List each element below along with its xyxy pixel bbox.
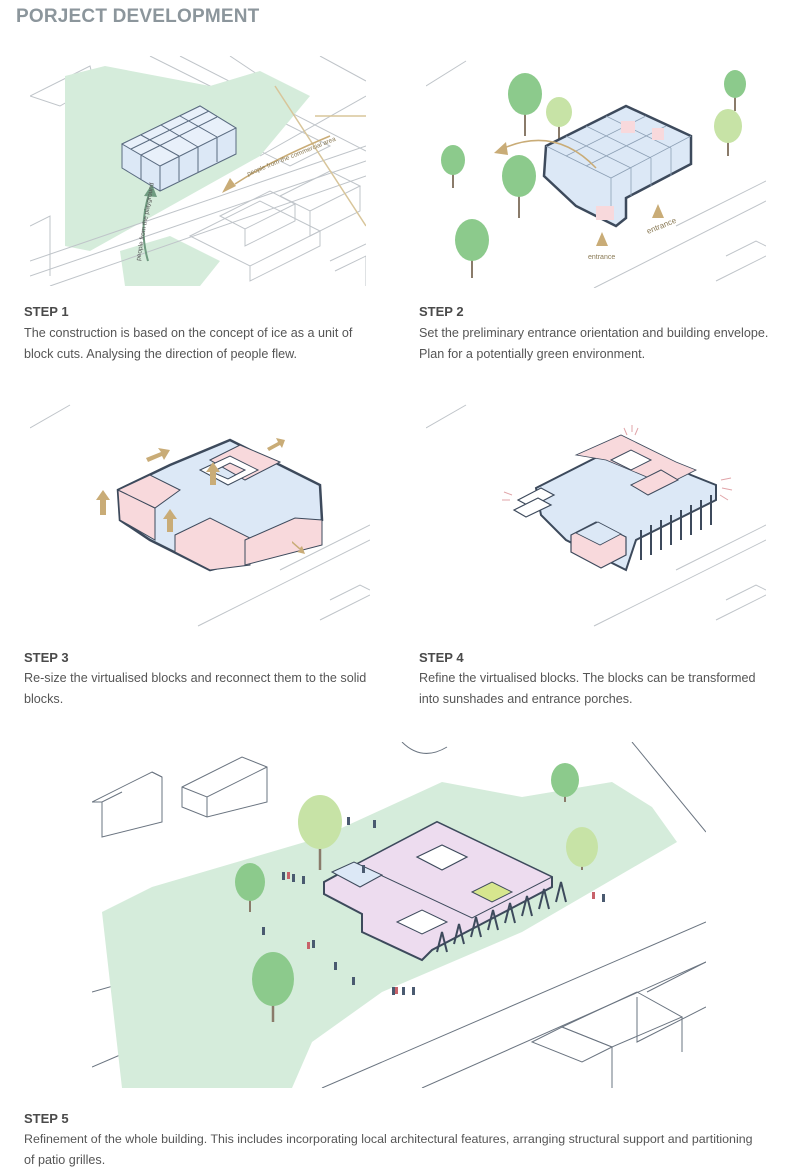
- step3-desc-line: blocks.: [24, 691, 64, 706]
- step5-diagram: [92, 742, 706, 1088]
- step5-description: Refinement of the whole building. This i…: [24, 1129, 794, 1170]
- step4-desc-line: Refine the virtualised blocks. The block…: [419, 671, 756, 685]
- step2-description: Set the preliminary entrance orientation…: [419, 323, 768, 364]
- step2-desc-line: Set the preliminary entrance orientation…: [419, 326, 769, 340]
- entrance-2-label: entrance: [645, 216, 678, 236]
- step2-diagram: entrance entrance: [426, 56, 766, 288]
- step3-description: Re-size the virtualised blocks and recon…: [24, 668, 366, 709]
- step3-desc-line: Re-size the virtualised blocks and recon…: [24, 671, 367, 685]
- step2-title: STEP 2: [419, 304, 464, 319]
- step5-desc-line: Refinement of the whole building. This i…: [24, 1132, 753, 1146]
- step4-description: Refine the virtualised blocks. The block…: [419, 668, 755, 709]
- step2-desc-line: Plan for a potentially green environment…: [419, 346, 646, 361]
- step1-diagram: people from the commercial area people f…: [30, 56, 366, 286]
- step3-title: STEP 3: [24, 650, 69, 665]
- step5-title: STEP 5: [24, 1111, 69, 1126]
- step5-desc-line: of patio grilles.: [24, 1152, 106, 1167]
- step1-title: STEP 1: [24, 304, 69, 319]
- tree-icon: [235, 763, 598, 1022]
- step4-diagram: [426, 400, 766, 632]
- page-title: PORJECT DEVELOPMENT: [16, 6, 260, 27]
- step3-diagram: [30, 400, 370, 632]
- step1-description: The construction is based on the concept…: [24, 323, 352, 364]
- step4-desc-line: into sunshades and entrance porches.: [419, 691, 633, 706]
- step4-title: STEP 4: [419, 650, 464, 665]
- step1-desc-line: block cuts. Analysing the direction of p…: [24, 346, 298, 361]
- tree-icon: [441, 70, 746, 278]
- step1-desc-line: The construction is based on the concept…: [24, 326, 353, 340]
- entrance-1-label: entrance: [588, 254, 615, 261]
